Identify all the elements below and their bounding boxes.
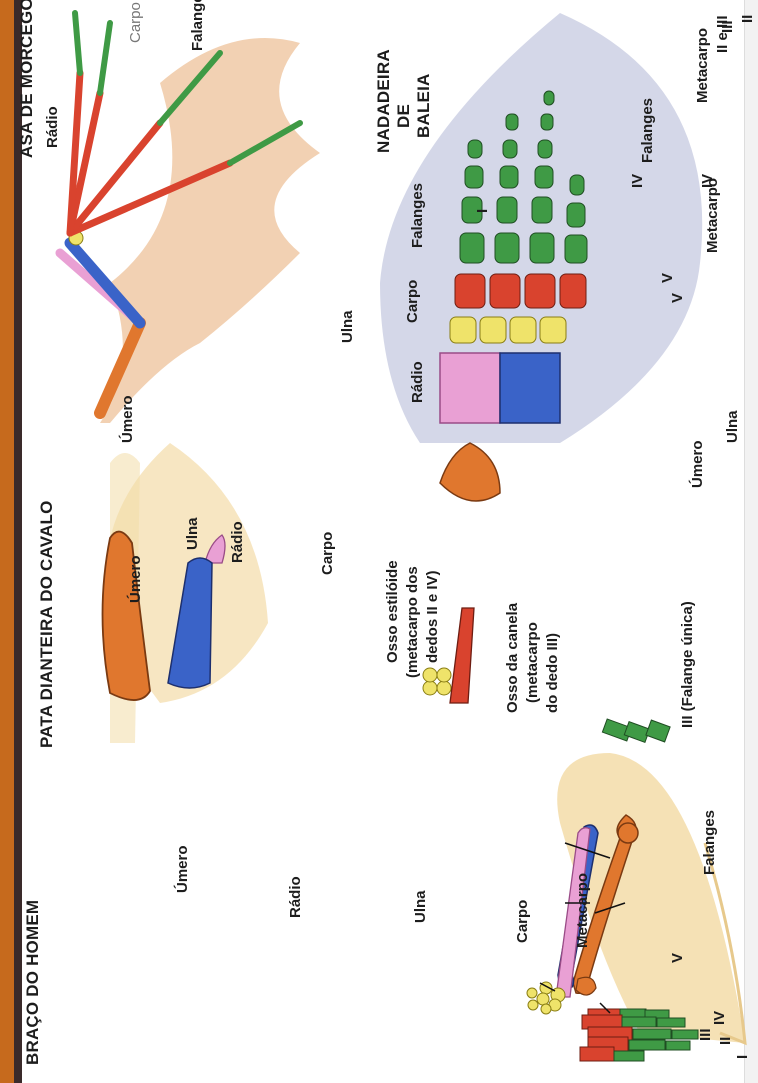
horse-label-carpo: Carpo — [320, 532, 336, 575]
whale-label-carpo: Carpo — [405, 280, 421, 323]
whale-digit-ii: II — [740, 15, 756, 23]
bat-label-umero: Úmero — [120, 395, 136, 443]
whale-label-ulna: Ulna — [725, 410, 741, 443]
whale-title-1: NADADEIRA — [375, 49, 392, 153]
whale-label-radio: Rádio — [410, 361, 426, 403]
bat-label-metacarpo: Metacarpo — [695, 28, 711, 103]
horse-label-radio: Rádio — [230, 521, 246, 563]
whale-digit-i: I — [475, 209, 491, 213]
human-label-umero: Úmero — [175, 845, 191, 893]
human-umero-head — [618, 823, 638, 843]
human-digit-iii: III — [698, 1028, 714, 1041]
human-digit-i: I — [735, 1055, 751, 1059]
bat-falange-iii — [75, 13, 80, 73]
bat-label-carpo: Carpo — [128, 2, 144, 43]
bat-title: ASA DE MORCEGO — [18, 0, 35, 158]
bat-membrane — [100, 38, 320, 423]
horse-label-canela-3: do dedo III) — [545, 633, 561, 713]
whale-radio-bone — [500, 353, 560, 423]
whale-label-falanges: Falanges — [410, 183, 426, 248]
horse-label-estiloide-2: (metacarpo dos — [405, 566, 421, 678]
whale-label-metacarpo: Metacarpo — [705, 178, 721, 253]
horse-phalanges — [602, 719, 670, 742]
horse-label-estiloide-3: dedos II e IV) — [425, 570, 441, 663]
human-title: BRAÇO DO HOMEM — [24, 900, 41, 1065]
whale-title-2: DE — [395, 104, 412, 128]
horse-label-umero: Úmero — [128, 555, 144, 603]
human-digit-iv: IV — [712, 1011, 728, 1025]
horse-label-ulna: Ulna — [185, 517, 201, 550]
whale-digit-iii: III — [720, 20, 736, 33]
human-label-metacarpo: Metacarpo — [575, 873, 591, 948]
human-umero-lower — [576, 977, 596, 995]
horse-label-estiloide-1: Osso estilóide — [385, 560, 401, 663]
human-label-radio: Rádio — [288, 876, 304, 918]
human-label-carpo: Carpo — [515, 900, 531, 943]
human-digit-ii: II — [718, 1037, 734, 1045]
bat-label-falange-i: Falange I — [190, 0, 206, 51]
whale-label-umero: Úmero — [690, 440, 706, 488]
whale-title-3: BALEIA — [415, 74, 432, 138]
human-label-falanges: Falanges — [702, 810, 718, 875]
bat-label-radio: Rádio — [45, 106, 61, 148]
bat-digit-v: V — [660, 273, 676, 283]
bat-falange-ii — [100, 23, 110, 93]
horse-label-canela-1: Osso da canela — [505, 603, 521, 713]
horse-label-canela-2: (metacarpo — [525, 622, 541, 703]
bat-label-falanges: Falanges — [640, 98, 656, 163]
horse-label-falange: III (Falange única) — [680, 601, 696, 728]
whale-umero-bone — [440, 443, 500, 501]
human-label-ulna: Ulna — [413, 890, 429, 923]
horse-canela-bone — [450, 608, 474, 703]
whale-ulna-bone — [440, 353, 500, 423]
whale-digit-v: V — [670, 293, 686, 303]
horse-carpals — [423, 668, 451, 695]
bat-label-ulna: Ulna — [340, 310, 356, 343]
bat-wing — [60, 13, 320, 423]
whale-digit-iv: IV — [630, 174, 646, 188]
horse-title: PATA DIANTEIRA DO CAVALO — [38, 500, 55, 748]
human-digit-v: V — [670, 953, 686, 963]
